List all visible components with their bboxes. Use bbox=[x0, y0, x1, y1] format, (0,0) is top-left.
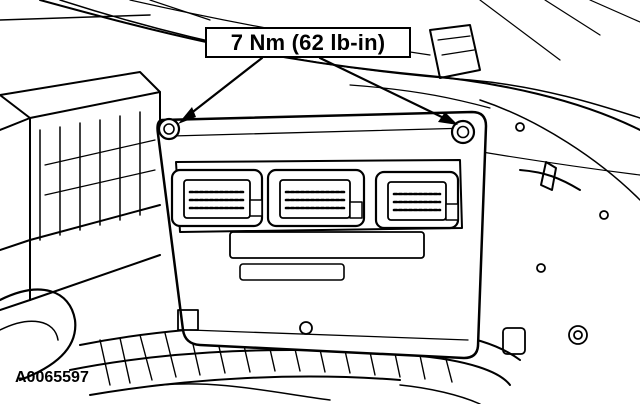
connector-left bbox=[170, 168, 264, 228]
lower-left-hose bbox=[0, 288, 77, 382]
mounting-nut-right bbox=[450, 119, 476, 145]
module-label-plate bbox=[229, 231, 425, 259]
callout-arrowheads bbox=[178, 107, 458, 125]
torque-spec-label: 7 Nm (62 lb-in) bbox=[230, 29, 386, 55]
connector-middle bbox=[266, 168, 366, 228]
module-small-plate bbox=[239, 263, 345, 281]
background-panel-lines bbox=[0, 0, 640, 201]
module-housing bbox=[156, 110, 488, 360]
connector-right bbox=[374, 170, 460, 230]
control-module bbox=[156, 110, 488, 360]
mounting-tab-left bbox=[177, 309, 199, 331]
callout-leaders bbox=[183, 56, 452, 123]
left-vent-structure bbox=[0, 71, 161, 311]
harness-clip bbox=[519, 161, 581, 191]
figure-id-label: A0065597 bbox=[15, 369, 89, 386]
mounting-hole-bottom bbox=[299, 321, 313, 335]
mounting-nut-left bbox=[157, 117, 181, 141]
panel-holes bbox=[502, 122, 609, 355]
torque-callout: 7 Nm (62 lb-in) bbox=[205, 27, 411, 58]
upper-right-bracket bbox=[429, 24, 481, 79]
